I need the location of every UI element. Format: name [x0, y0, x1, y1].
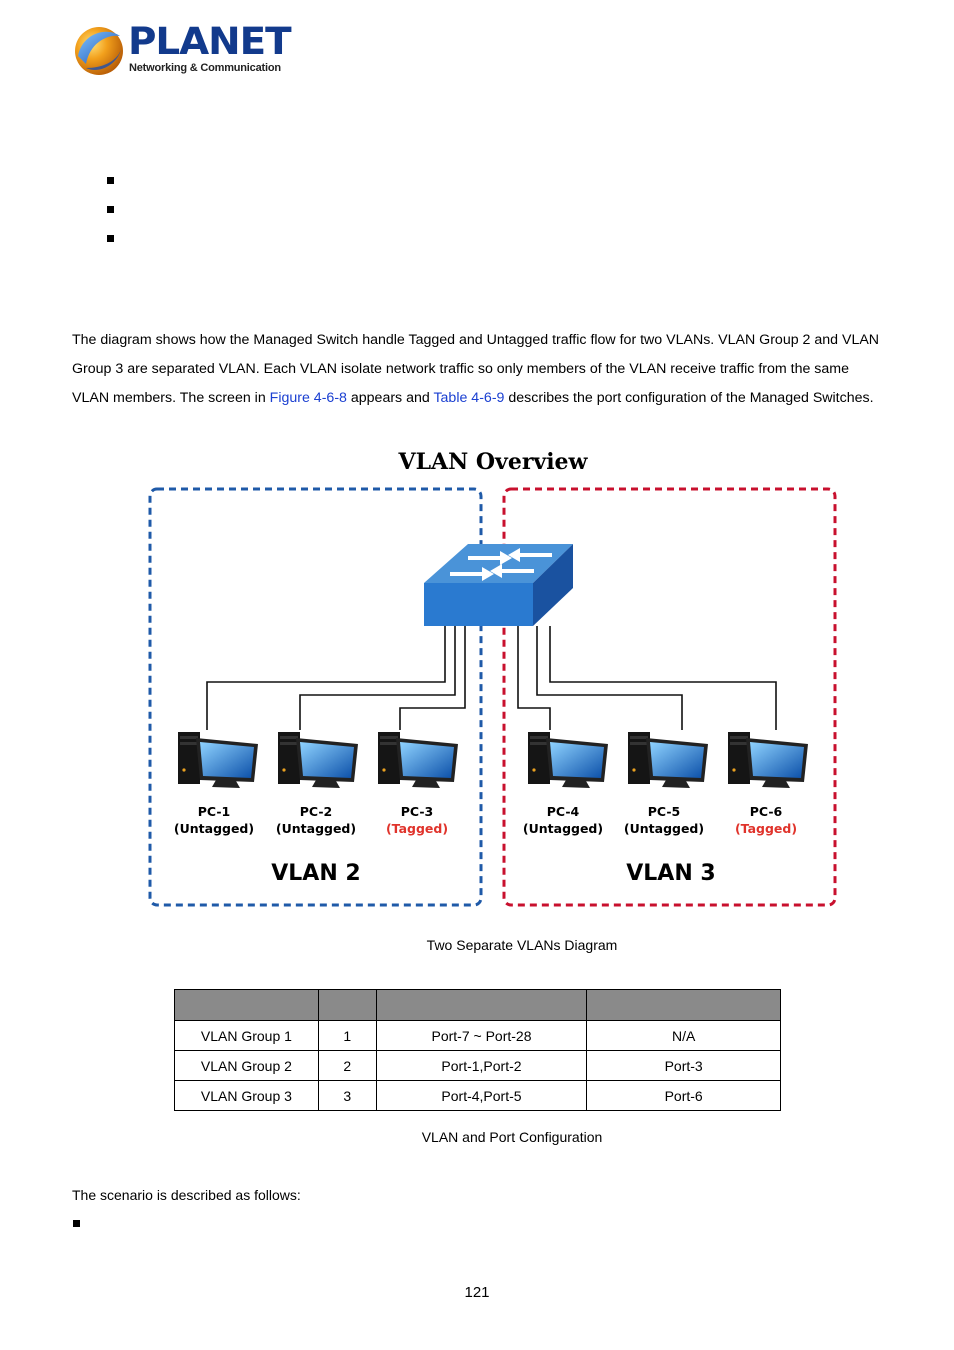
vlan-port-config-table: VLAN Group 1 1 Port-7 ~ Port-28 N/A VLAN…: [174, 989, 781, 1111]
table-header-cell: [375, 989, 588, 1021]
pc-mode: (Untagged): [174, 821, 254, 836]
table-cell: Port-1,Port-2: [375, 1050, 588, 1081]
pc-name: PC-4: [547, 804, 580, 819]
managed-switch-icon: [424, 544, 573, 626]
network-cables: [206, 626, 777, 730]
pc-mode: (Untagged): [624, 821, 704, 836]
pc-6-icon: [728, 732, 808, 788]
bullet-marker: [107, 177, 114, 184]
table-cell: N/A: [586, 1020, 781, 1051]
table-header-row: [174, 989, 781, 1021]
table-cell: Port-3: [586, 1050, 781, 1081]
table-header-cell: [586, 989, 781, 1021]
pc-name: PC-1: [198, 804, 231, 819]
pc-mode-tagged: (Tagged): [735, 821, 797, 836]
vlan-overview-diagram: VLAN Overview PC-1 (Untagged) PC-2 (Unta…: [148, 449, 837, 907]
planet-logo: PLANET Networking & Communication: [72, 22, 292, 78]
table-cell: Port-6: [586, 1080, 781, 1111]
pc-name: PC-5: [648, 804, 681, 819]
pc-name: PC-6: [750, 804, 783, 819]
intro-text: The diagram shows how the Managed Switch…: [72, 332, 880, 406]
table-cell: Port-4,Port-5: [375, 1080, 588, 1111]
logo-tagline: Networking & Communication: [129, 62, 281, 74]
diagram-title: VLAN Overview: [398, 449, 589, 475]
table-header-cell: [174, 989, 319, 1021]
table-link[interactable]: Table 4-6-9: [433, 390, 505, 406]
table-header-cell: [317, 989, 377, 1021]
page-number: 121: [464, 1284, 490, 1301]
vlan3-boundary: [502, 487, 837, 907]
scenario-intro: The scenario is described as follows:: [72, 1187, 301, 1203]
pc-5-icon: [628, 732, 708, 788]
table-cell: 1: [317, 1020, 377, 1051]
pc-mode: (Untagged): [276, 821, 356, 836]
intro-text: describes the port configuration of the …: [504, 390, 874, 406]
pc-1-icon: [178, 732, 258, 788]
table-cell: 2: [317, 1050, 377, 1081]
pc-4-icon: [528, 732, 608, 788]
intro-paragraph: The diagram shows how the Managed Switch…: [72, 326, 882, 413]
intro-text: appears and: [346, 390, 434, 406]
pc-2-icon: [278, 732, 358, 788]
pc-name: PC-2: [300, 804, 333, 819]
logo-wordmark: PLANET: [128, 20, 292, 63]
bullet-marker: [107, 206, 114, 213]
table-row: VLAN Group 3 3 Port-4,Port-5 Port-6: [174, 1080, 781, 1111]
vlan2-boundary: [148, 487, 483, 907]
planet-globe-icon: [75, 27, 123, 75]
table-caption: VLAN and Port Configuration: [421, 1129, 603, 1145]
pc-name: PC-3: [401, 804, 434, 819]
bullet-marker: [73, 1220, 80, 1227]
vlan3-label: VLAN 3: [626, 861, 715, 886]
table-cell: VLAN Group 2: [174, 1050, 319, 1081]
pc-mode-tagged: (Tagged): [386, 821, 448, 836]
pc-mode: (Untagged): [523, 821, 603, 836]
vlan2-label: VLAN 2: [271, 861, 360, 886]
table-row: VLAN Group 1 1 Port-7 ~ Port-28 N/A: [174, 1020, 781, 1051]
table-cell: VLAN Group 3: [174, 1080, 319, 1111]
figure-caption: Two Separate VLANs Diagram: [426, 937, 618, 953]
bullet-marker: [107, 235, 114, 242]
table-row: VLAN Group 2 2 Port-1,Port-2 Port-3: [174, 1050, 781, 1081]
figure-link[interactable]: Figure 4-6-8: [269, 390, 347, 406]
table-cell: Port-7 ~ Port-28: [375, 1020, 588, 1051]
table-cell: 3: [317, 1080, 377, 1111]
table-cell: VLAN Group 1: [174, 1020, 319, 1051]
pc-3-icon: [378, 732, 458, 788]
